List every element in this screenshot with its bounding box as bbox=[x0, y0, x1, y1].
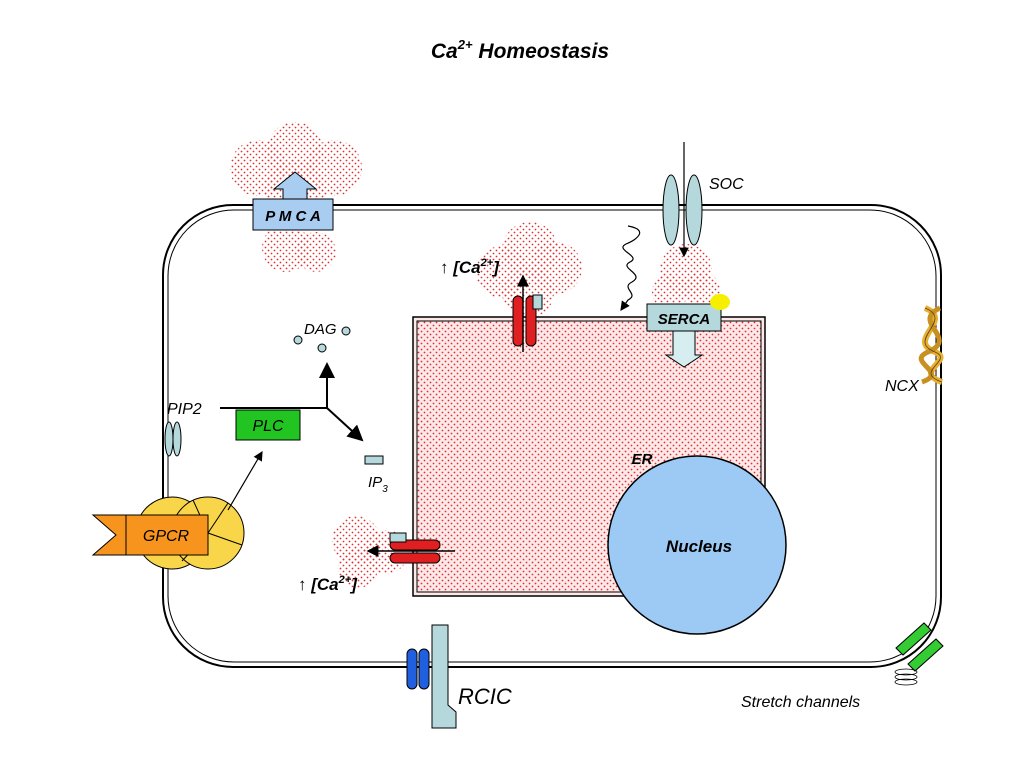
gpcr-label: GPCR bbox=[143, 528, 190, 545]
calcium-cloud-soc bbox=[652, 244, 720, 310]
er-label: ER bbox=[632, 451, 653, 468]
diagram-title: Ca2+ Homeostasis bbox=[431, 37, 609, 63]
ip3-label: IP3 bbox=[368, 474, 388, 495]
serca-label: SERCA bbox=[658, 311, 711, 328]
plc-pathway bbox=[220, 362, 364, 442]
soc-channel bbox=[662, 142, 703, 258]
nucleus bbox=[607, 455, 787, 635]
ip3-receptor-bottom bbox=[366, 532, 455, 564]
ip3-receptor-top bbox=[512, 274, 543, 352]
dag-label: DAG bbox=[304, 321, 337, 338]
ncx-exchanger bbox=[918, 305, 944, 385]
serca-pump bbox=[646, 294, 730, 368]
soc-label: SOC bbox=[709, 176, 744, 193]
pmca-pump bbox=[252, 171, 334, 231]
serca-marker bbox=[710, 294, 730, 310]
plc-label: PLC bbox=[252, 418, 284, 435]
rcic-label: RCIC bbox=[458, 684, 512, 709]
plc-box bbox=[235, 409, 301, 441]
stretch-channels-label: Stretch channels bbox=[741, 694, 860, 711]
pip2-molecule bbox=[164, 421, 182, 457]
nucleus-label: Nucleus bbox=[666, 537, 732, 556]
calcium-increase-top: ↑ [Ca2+] bbox=[440, 257, 500, 277]
rcic-channel bbox=[406, 624, 457, 729]
ncx-label: NCX bbox=[885, 378, 920, 395]
soc-serca-signal bbox=[620, 225, 641, 311]
gpcr-receptor bbox=[91, 450, 263, 570]
pip2-label: PIP2 bbox=[167, 401, 202, 418]
stretch-channel bbox=[894, 622, 944, 686]
calcium-increase-bottom: ↑ [Ca2+] bbox=[298, 574, 358, 594]
ip3-molecule bbox=[364, 455, 384, 465]
cell-membrane bbox=[162, 204, 942, 668]
pmca-label: P M C A bbox=[265, 208, 321, 225]
dag-molecules bbox=[293, 326, 351, 353]
